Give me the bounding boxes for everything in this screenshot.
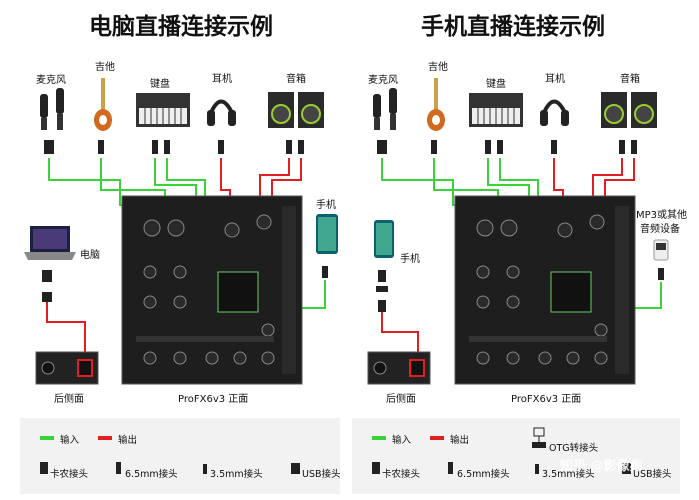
right-label-mp3: MP3或其他: [636, 208, 687, 221]
left-label-guitar: 吉他: [95, 60, 115, 73]
legend-input: 输入: [392, 434, 412, 446]
jack65-connector-icon: [116, 462, 121, 474]
legend-xlr: 卡农接头: [50, 468, 88, 480]
legend-xlr: 卡农接头: [382, 468, 420, 480]
right-title: 手机直播连接示例: [421, 13, 605, 40]
keyboard-icon: [469, 93, 523, 127]
microphone-icon: [373, 88, 397, 130]
legend-jack65: 6.5mm接头: [457, 468, 510, 480]
right-label-guitar: 吉他: [428, 60, 448, 73]
mixer-front: [121, 195, 303, 385]
usb-connector-icon: [622, 463, 631, 474]
left-label-mixer: ProFX6v3 正面: [178, 394, 248, 405]
right-label-headphones: 耳机: [545, 72, 565, 85]
connector-row: [42, 140, 328, 302]
right-label-mixer: ProFX6v3 正面: [511, 394, 581, 405]
xlr-connector-icon: [40, 462, 48, 474]
left-panel: 电脑直播连接示例 麦克风 吉他 键盘 耳机 音箱 手机 电脑 后侧面 ProFX…: [24, 13, 338, 405]
legend-usb: USB接头: [302, 468, 341, 480]
mixer-rear: [35, 351, 99, 385]
jack35-connector-icon: [535, 464, 539, 474]
mixer-front: [454, 195, 636, 385]
watermark: 知乎 @影像狗: [560, 458, 643, 474]
jack35-connector-icon: [203, 464, 207, 474]
right-label-speakers: 音箱: [620, 72, 640, 85]
jack65-connector-icon: [448, 462, 453, 474]
connector-row: [376, 140, 664, 312]
phone-icon: [374, 220, 394, 258]
legend-input-swatch: [372, 436, 386, 440]
legend-output-swatch: [98, 436, 112, 440]
right-label-mic: 麦克风: [368, 74, 398, 86]
microphone-icon: [40, 88, 64, 130]
left-label-keyboard: 键盘: [150, 77, 170, 90]
guitar-icon: [94, 78, 112, 131]
legend-output: 输出: [450, 434, 469, 446]
speakers-icon: [601, 92, 657, 128]
legend-left: 输入 输出 卡农接头 6.5mm接头 3.5mm接头 USB接头: [20, 418, 341, 494]
legend-output: 输出: [118, 434, 137, 446]
headphones-icon: [207, 99, 236, 126]
speakers-icon: [268, 92, 324, 128]
left-label-mic: 麦克风: [36, 74, 66, 86]
legend-usb: USB接头: [633, 468, 672, 480]
left-label-phone: 手机: [316, 198, 336, 211]
left-label-rear: 后侧面: [54, 392, 84, 405]
headphones-icon: [540, 99, 569, 126]
right-panel: 手机直播连接示例 麦克风 吉他 键盘 耳机 音箱 MP3或其他 音频设备 手机 …: [367, 13, 687, 405]
legend-input: 输入: [60, 434, 80, 446]
left-label-computer: 电脑: [80, 248, 100, 261]
legend-input-swatch: [40, 436, 54, 440]
right-label-mp3b: 音频设备: [640, 222, 680, 235]
right-label-keyboard: 键盘: [486, 77, 506, 90]
laptop-icon: [24, 226, 76, 260]
legend-otg: OTG转接头: [549, 442, 598, 454]
mixer-rear: [367, 351, 431, 385]
legend-jack65: 6.5mm接头: [125, 468, 178, 480]
left-title: 电脑直播连接示例: [89, 13, 273, 40]
left-label-speakers: 音箱: [286, 72, 306, 85]
phone-icon: [316, 214, 338, 254]
guitar-icon: [427, 78, 445, 131]
legend-jack35: 3.5mm接头: [542, 468, 595, 480]
left-label-headphones: 耳机: [212, 72, 232, 85]
right-label-rear: 后侧面: [386, 392, 416, 405]
keyboard-icon: [136, 93, 190, 127]
xlr-connector-icon: [372, 462, 380, 474]
mp3-player-icon: [653, 239, 669, 261]
right-label-phone: 手机: [400, 252, 420, 265]
legend-right: 输入 输出 OTG转接头 卡农接头 6.5mm接头 3.5mm接头 USB接头: [352, 418, 680, 494]
usb-connector-icon: [291, 463, 300, 474]
legend-jack35: 3.5mm接头: [210, 468, 263, 480]
otg-adapter-icon: [532, 427, 546, 448]
legend-output-swatch: [430, 436, 444, 440]
